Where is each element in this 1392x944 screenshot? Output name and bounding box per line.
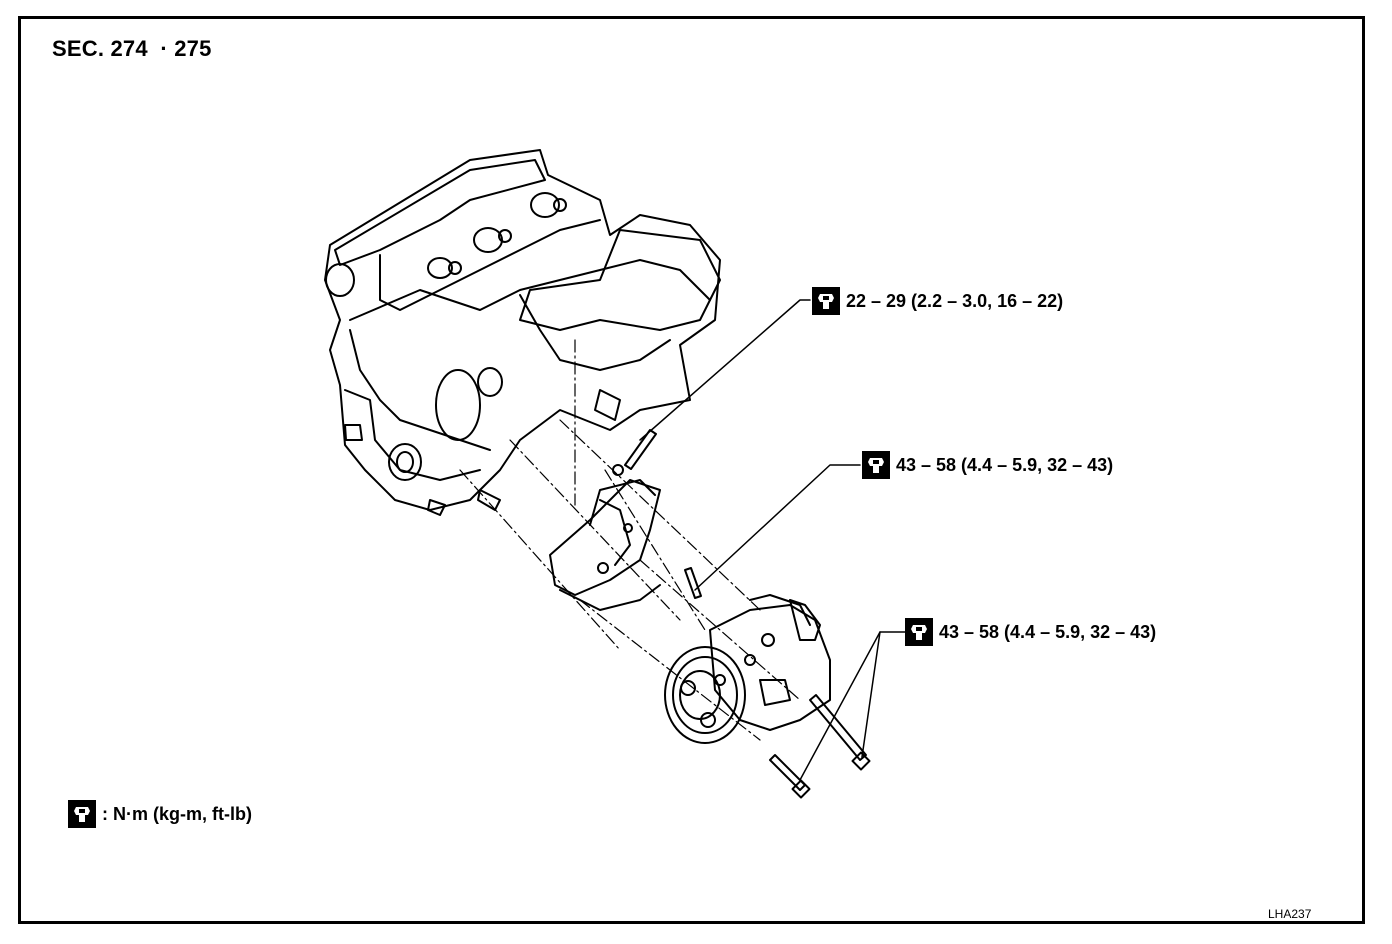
torque-callout-lower: 43 – 58 (4.4 – 5.9, 32 – 43) <box>905 618 1156 646</box>
torque-callout-middle: 43 – 58 (4.4 – 5.9, 32 – 43) <box>862 451 1113 479</box>
legend-text: : N·m (kg-m, ft-lb) <box>102 803 252 824</box>
bolts <box>624 429 871 799</box>
torque-wrench-icon <box>862 451 890 479</box>
pump-bracket <box>549 464 661 611</box>
torque-wrench-icon <box>812 287 840 315</box>
figure-code: LHA237 <box>1268 907 1312 921</box>
torque-value: 43 – 58 (4.4 – 5.9, 32 – 43) <box>939 621 1157 642</box>
units-legend: : N·m (kg-m, ft-lb) <box>68 800 252 828</box>
torque-value: 22 – 29 (2.2 – 3.0, 16 – 22) <box>846 290 1064 311</box>
engine-block <box>324 149 721 516</box>
torque-callout-upper: 22 – 29 (2.2 – 3.0, 16 – 22) <box>812 287 1063 315</box>
torque-wrench-icon <box>68 800 96 828</box>
torque-value: 43 – 58 (4.4 – 5.9, 32 – 43) <box>896 454 1114 475</box>
torque-wrench-icon <box>905 618 933 646</box>
leader-lines <box>639 299 906 781</box>
power-steering-pump <box>664 594 831 744</box>
diagram-frame <box>18 16 1365 924</box>
alignment-lines <box>459 339 801 741</box>
section-title: SEC. 274 · 275 <box>52 36 212 61</box>
